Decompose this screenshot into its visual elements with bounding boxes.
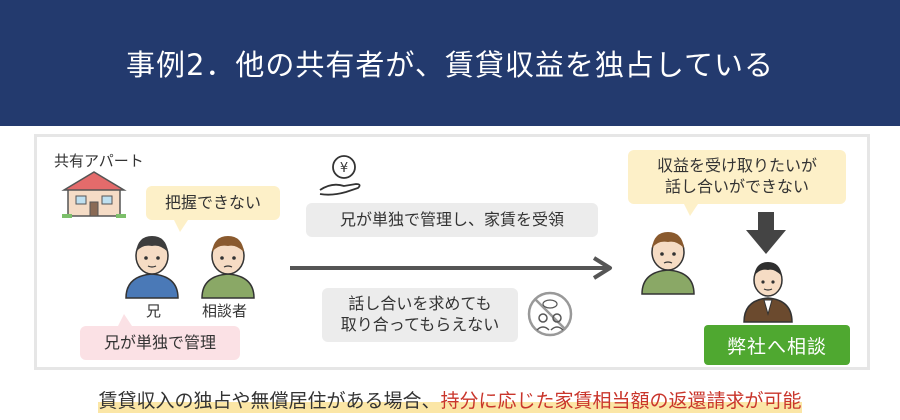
- footer-text-plain: 賃貸収入の独占や無償居住がある場合、: [98, 385, 441, 413]
- bubble-want-income-tail: [684, 204, 698, 216]
- header-banner: 事例2．他の共有者が、賃貸収益を独占している: [0, 0, 900, 126]
- refused-line-1: 話し合いを求めても: [348, 294, 492, 314]
- brother-label: 兄: [146, 302, 162, 320]
- right-arrow-icon: [290, 256, 612, 280]
- rent-caption: 兄が単独で管理し、家賃を受領: [306, 203, 598, 237]
- cowner-avatar: [201, 236, 255, 299]
- footer-text-highlight: 持分に応じた家賃相当額の返還請求が可能: [440, 385, 802, 413]
- bubble-unaware-tail: [174, 220, 188, 232]
- want-income-line-2: 話し合いができない: [664, 177, 809, 196]
- yen-coin-hand-icon: ¥: [319, 155, 361, 196]
- svg-text:¥: ¥: [340, 161, 348, 176]
- footer-conclusion: 賃貸収入の独占や無償居住がある場合、 持分に応じた家賃相当額の返還請求が可能: [0, 378, 900, 420]
- apartment-label: 共有アパート: [54, 152, 144, 170]
- refused-line-2: 取り合ってもらえない: [340, 315, 500, 334]
- cowner-label: 相談者: [202, 302, 248, 320]
- house-icon: [61, 171, 127, 218]
- page-title: 事例2．他の共有者が、賃貸収益を独占している: [125, 48, 774, 82]
- down-arrow-icon: [746, 212, 786, 254]
- brother-avatar: [125, 236, 179, 299]
- bubble-brother-manages-tail: [118, 314, 132, 326]
- no-talk-icon: [527, 291, 573, 337]
- want-income-line-1: 収益を受け取りたいが: [656, 156, 817, 176]
- firm-staff-avatar: [743, 262, 793, 323]
- bubble-brother-manages: 兄が単独で管理: [80, 326, 240, 360]
- refused-caption: 話し合いを求めても 取り合ってもらえない: [322, 288, 518, 342]
- consulter-avatar: [641, 232, 695, 295]
- bubble-want-income: 収益を受け取りたいが 話し合いができない: [628, 150, 846, 204]
- bubble-unaware: 把握できない: [146, 186, 280, 220]
- consult-firm-button[interactable]: 弊社へ相談: [704, 325, 850, 365]
